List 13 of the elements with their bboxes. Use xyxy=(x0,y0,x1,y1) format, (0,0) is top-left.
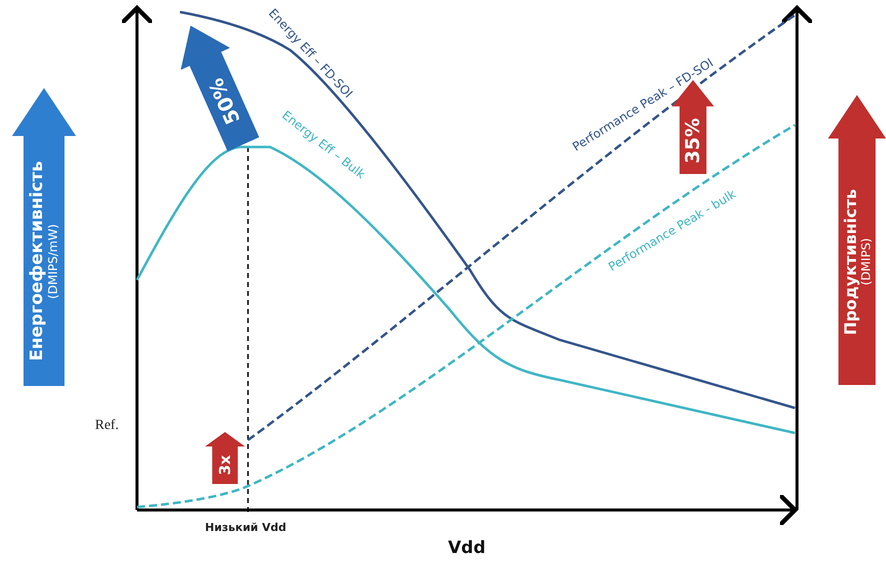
block-arrow xyxy=(205,432,245,484)
block-arrow xyxy=(828,95,886,385)
axis-title: Продуктивність xyxy=(841,188,860,335)
unit-label: (DMIPS) xyxy=(858,238,873,286)
block-arrow xyxy=(12,88,76,386)
axis-tick-label: Низький Vdd xyxy=(205,521,286,534)
axis-title: Енергоефективність xyxy=(26,161,47,361)
percent-label: 50% xyxy=(204,74,246,128)
percent-label: 35% xyxy=(682,118,704,164)
unit-label: (DMIPS/mW) xyxy=(46,224,60,298)
axis-title: Vdd xyxy=(448,538,486,558)
axis-tick-label: Ref. xyxy=(95,418,119,434)
percent-label: 3x xyxy=(216,455,234,476)
